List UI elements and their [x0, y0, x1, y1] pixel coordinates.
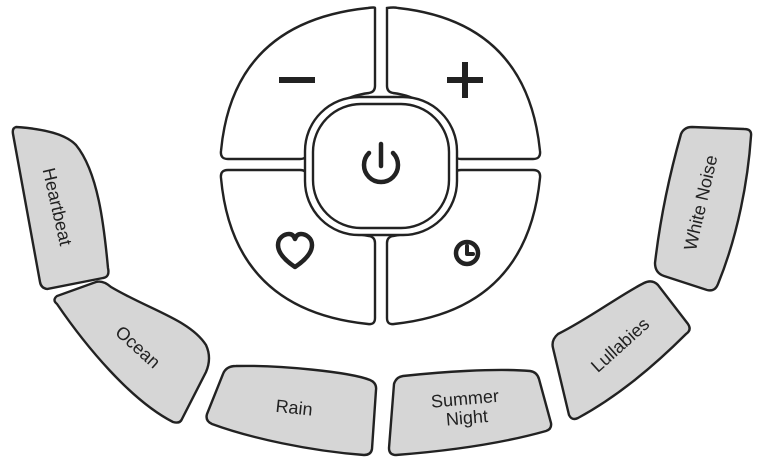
preset-summer-night-button[interactable] — [387, 368, 553, 457]
heart-icon — [275, 231, 315, 270]
preset-heartbeat-button[interactable] — [11, 125, 110, 291]
plus-icon — [447, 62, 483, 98]
preset-ocean-button[interactable] — [53, 280, 211, 424]
power-icon — [361, 141, 401, 185]
clock-icon — [453, 239, 481, 267]
minus-icon — [279, 77, 315, 83]
volume-down-button[interactable] — [219, 6, 377, 161]
preset-summer-night-label-line2: Night — [445, 406, 489, 430]
preset-lullabies-button[interactable] — [551, 280, 691, 421]
preset-rain-button[interactable] — [205, 364, 378, 457]
preset-white-noise-button[interactable] — [653, 125, 753, 292]
preset-rain-label: Rain — [275, 396, 314, 420]
